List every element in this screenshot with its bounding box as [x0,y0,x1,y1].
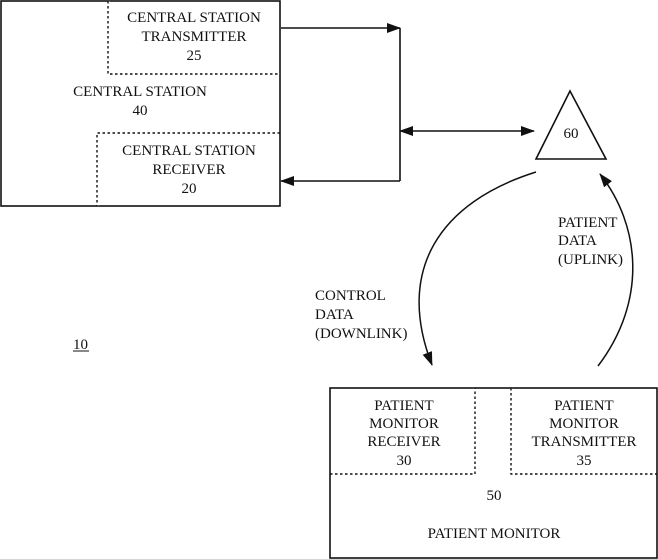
uplink-label: PATIENT DATA (UPLINK) [558,215,623,268]
central-station-links [281,28,534,181]
downlink-label-line1: CONTROL [315,288,386,304]
patient-monitor-transmitter-line3: TRANSMITTER [532,434,637,450]
uplink-label-line2: DATA [558,233,597,249]
patient-monitor-label: PATIENT MONITOR [428,526,561,542]
central-station-transmitter: CENTRAL STATION TRANSMITTER 25 [108,1,280,74]
central-station-number: 40 [133,103,148,119]
central-station-transmitter-line1: CENTRAL STATION [127,10,261,26]
central-station-receiver-number: 20 [182,181,197,197]
patient-monitor-number: 50 [487,488,502,504]
downlink-label-line2: DATA [315,307,354,323]
uplink-curve-arrow [598,174,633,366]
patient-monitor-receiver-number: 30 [397,453,412,469]
central-station-receiver-line1: CENTRAL STATION [122,143,256,159]
patient-monitor-transmitter: PATIENT MONITOR TRANSMITTER 35 [511,388,657,474]
patient-monitor-transmitter-number: 35 [577,453,592,469]
central-station-label: CENTRAL STATION [73,84,207,100]
uplink-label-line1: PATIENT [558,215,617,231]
downlink-curve-arrow [419,172,536,365]
central-station-transmitter-line2: TRANSMITTER [142,29,247,45]
patient-monitor-receiver-line1: PATIENT [374,398,433,414]
central-station-receiver-line2: RECEIVER [152,162,225,178]
patient-monitor-transmitter-line1: PATIENT [554,398,613,414]
relay-triangle [536,91,606,159]
wireless-links [419,172,633,366]
central-station-receiver: CENTRAL STATION RECEIVER 20 [97,133,280,206]
central-station-transmitter-number: 25 [187,48,202,64]
patient-monitor-transmitter-line2: MONITOR [549,416,619,432]
patient-monitor-receiver: PATIENT MONITOR RECEIVER 30 [330,388,475,474]
uplink-label-line3: (UPLINK) [558,252,623,268]
patient-monitor-receiver-line3: RECEIVER [367,434,440,450]
relay-node: 60 [536,91,606,159]
relay-number: 60 [564,126,579,142]
patient-monitor-receiver-line2: MONITOR [369,416,439,432]
downlink-label: CONTROL DATA (DOWNLINK) [315,288,407,342]
downlink-label-line3: (DOWNLINK) [315,326,407,342]
patient-monitor-block: PATIENT MONITOR RECEIVER 30 PATIENT MONI… [330,388,657,558]
figure-reference: 10 [73,337,89,353]
central-station-block: CENTRAL STATION TRANSMITTER 25 CENTRAL S… [1,1,280,206]
